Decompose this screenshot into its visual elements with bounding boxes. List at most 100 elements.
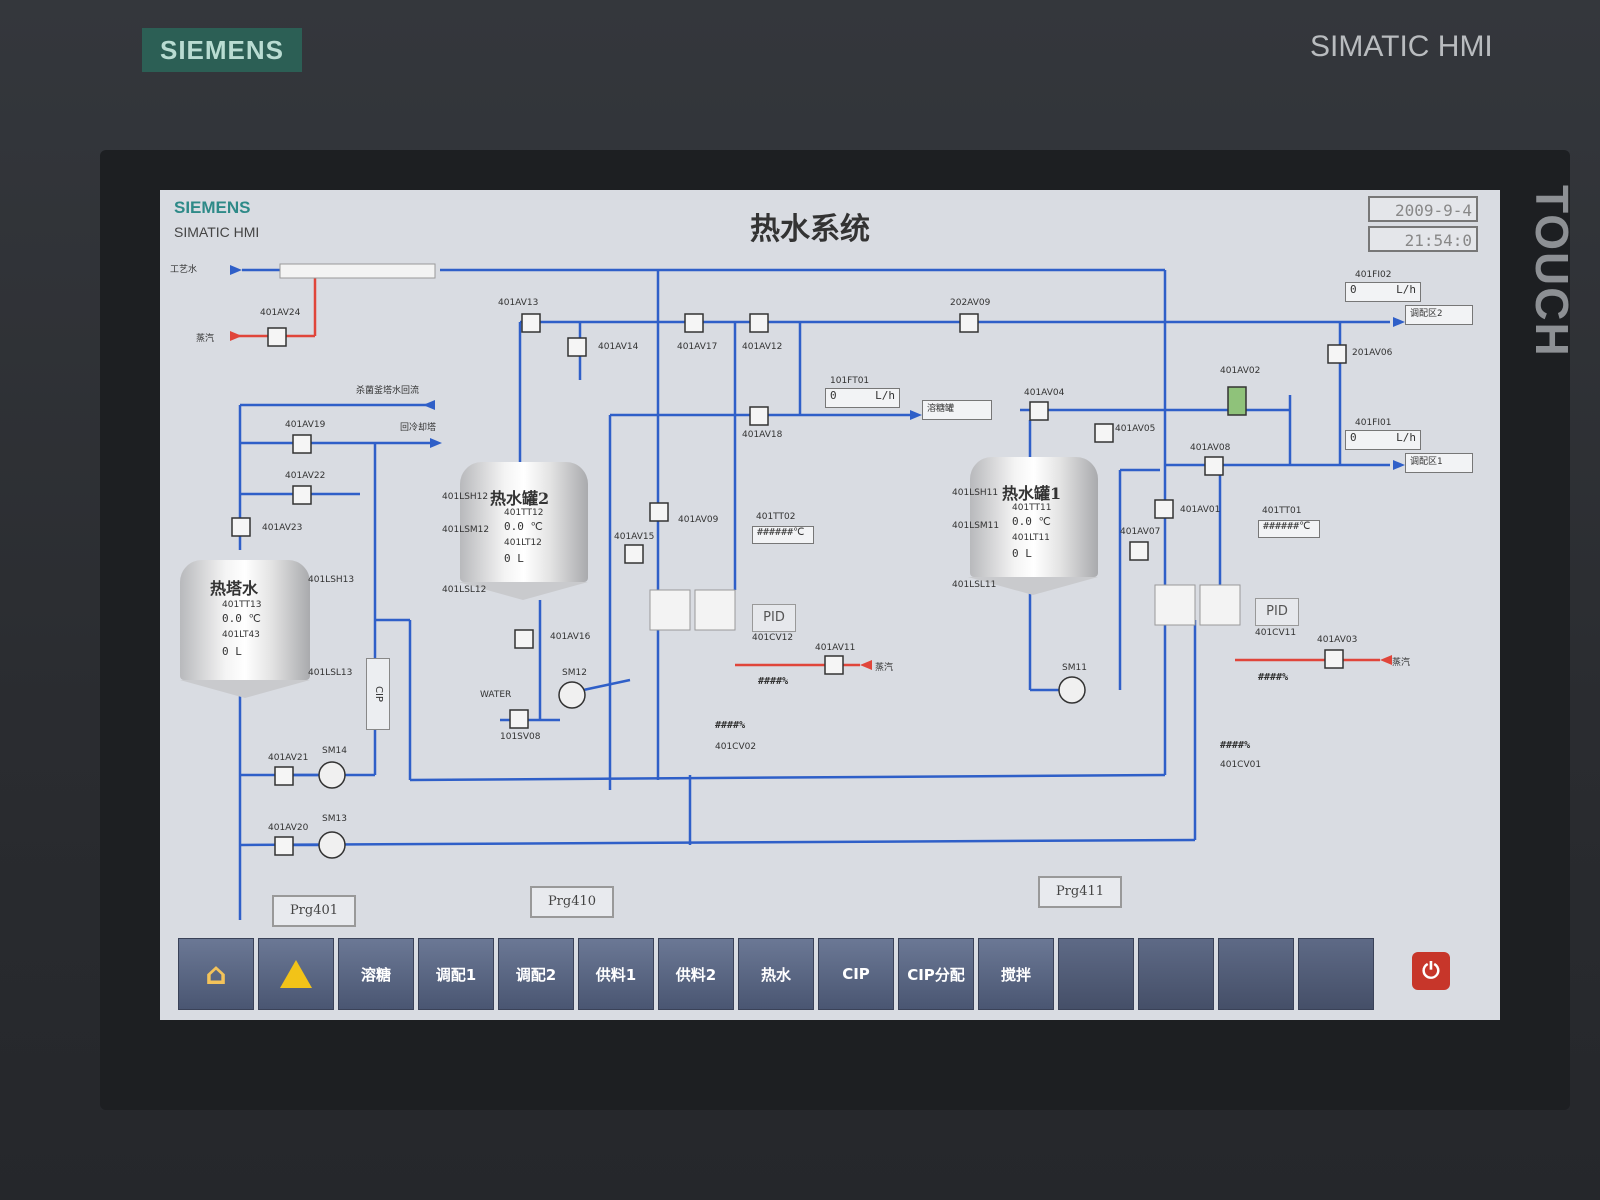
valve-label: 401AV11: [815, 643, 856, 653]
valve-label: 401AV04: [1024, 388, 1065, 398]
nav-button-blank-2[interactable]: [1138, 938, 1214, 1010]
tank-2-name: 热水罐2: [490, 489, 550, 508]
nav-button-8[interactable]: CIP分配: [898, 938, 974, 1010]
valve-label: 401CV12: [752, 633, 794, 643]
hot-tower-tank[interactable]: [180, 560, 310, 680]
valve-label: 401AV07: [1120, 527, 1161, 537]
valve-label: 401AV03: [1317, 635, 1358, 645]
valve-label: 401AV13: [498, 298, 539, 308]
valve-label: 401AV22: [285, 471, 326, 481]
process-water-label: 工艺水: [170, 265, 198, 275]
valve-label: 201AV06: [1352, 348, 1393, 358]
water-label: WATER: [480, 690, 512, 700]
to-mix1-box: 调配区1: [1405, 453, 1473, 473]
nav-button-3[interactable]: 调配2: [498, 938, 574, 1010]
tank-1-bottom: [968, 577, 1098, 595]
tank-1-sh: 401LSH11: [952, 488, 999, 498]
tank-1-temp-tag: 401TT11: [1012, 503, 1052, 513]
power-button[interactable]: ⏻: [1412, 952, 1450, 990]
flow-tag-101ft01: 101FT01: [830, 376, 870, 386]
valve-label: 401AV19: [285, 420, 326, 430]
piping-diagram: [230, 263, 1405, 920]
cv11-output: ####%: [1258, 672, 1289, 683]
valve-label: 401AV08: [1190, 443, 1231, 453]
tank-2-sh: 401LSH12: [442, 492, 489, 502]
nav-button-4[interactable]: 供料1: [578, 938, 654, 1010]
flow-display-101ft01: 0 L/h: [825, 388, 900, 408]
valve-label: 401AV18: [742, 430, 783, 440]
valve-label: 401AV09: [678, 515, 719, 525]
pump-label: SM14: [322, 746, 347, 756]
prg411-button[interactable]: Prg411: [1038, 876, 1122, 908]
hot-tower-level: 0 L: [222, 645, 242, 658]
nav-button-6[interactable]: 热水: [738, 938, 814, 1010]
screen-logo-model: SIMATIC HMI: [174, 224, 260, 240]
nav-button-2[interactable]: 调配1: [418, 938, 494, 1010]
return-cooling-label: 回冷却塔: [400, 423, 437, 433]
nav-button-blank-4[interactable]: [1298, 938, 1374, 1010]
hot-tower-tank-bottom: [180, 680, 310, 698]
screen-logo-brand: SIEMENS: [174, 198, 251, 217]
to-mix2-box: 调配区2: [1405, 305, 1473, 325]
nav-button-7[interactable]: CIP: [818, 938, 894, 1010]
hot-tower-sh: 401LSH13: [308, 575, 355, 585]
prg410-button[interactable]: Prg410: [530, 886, 614, 918]
time-display: 21:54:0: [1368, 226, 1478, 252]
hot-tower-temp: 0.0 ℃: [222, 612, 261, 625]
bottom-nav: ⌂ 溶糖 调配1 调配2 供料1 供料2 热水 CIP CIP分配 搅拌: [178, 938, 1478, 1016]
alarm-button[interactable]: [258, 938, 334, 1010]
valve-label: 401AV15: [614, 532, 655, 542]
nav-button-5[interactable]: 供料2: [658, 938, 734, 1010]
return-sterilize-label: 杀菌釜塔水回流: [356, 386, 420, 396]
pump-label: SM13: [322, 814, 347, 824]
valve-label: 401AV14: [598, 342, 639, 352]
valve-label: 401AV16: [550, 632, 591, 642]
hot-tower-level-tag: 401LT43: [222, 630, 260, 640]
valve-label: 101SV08: [500, 732, 541, 742]
tank-2-temp: 0.0 ℃: [504, 520, 543, 533]
steam-label-3: 蒸汽: [1392, 658, 1411, 668]
hmi-screen: SIEMENS SIMATIC HMI 热水系统 2009-9-4 21:54:…: [160, 190, 1500, 1020]
valve-label: 401AV20: [268, 823, 309, 833]
nav-button-9[interactable]: 搅拌: [978, 938, 1054, 1010]
pid-button-cv12[interactable]: PID: [752, 604, 796, 632]
nav-button-1[interactable]: 溶糖: [338, 938, 414, 1010]
temp-tag-401tt02: 401TT02: [756, 512, 796, 522]
home-icon: ⌂: [205, 956, 227, 992]
valve-label: 401AV23: [262, 523, 303, 533]
tank-1-sl: 401LSL11: [952, 580, 997, 590]
tank-1-level-tag: 401LT11: [1012, 533, 1050, 543]
cv01-output: ####%: [1220, 740, 1251, 751]
home-button[interactable]: ⌂: [178, 938, 254, 1010]
valve-label: 401AV24: [260, 308, 301, 318]
steam-label-1: 蒸汽: [196, 334, 215, 344]
tank-2-level-tag: 401LT12: [504, 538, 542, 548]
nav-button-blank-1[interactable]: [1058, 938, 1134, 1010]
flow-display-401fi02: 0 L/h: [1345, 282, 1421, 302]
cv02-output: ####%: [715, 720, 746, 731]
touch-label: TOUCH: [1526, 185, 1578, 358]
date-display: 2009-9-4: [1368, 196, 1478, 222]
hot-water-tank-1[interactable]: [970, 457, 1098, 577]
flow-tag-401fi02: 401FI02: [1355, 270, 1392, 280]
pid-button-cv11[interactable]: PID: [1255, 598, 1299, 626]
nav-button-blank-3[interactable]: [1218, 938, 1294, 1010]
simatic-hmi-label: SIMATIC HMI: [1310, 30, 1493, 63]
pump-label: SM11: [1062, 663, 1087, 673]
tank-2-level: 0 L: [504, 552, 524, 565]
flow-tag-401fi01: 401FI01: [1355, 418, 1392, 428]
to-tank-box: 溶糖罐: [922, 400, 992, 420]
hot-tower-name: 热塔水: [210, 579, 259, 598]
tank-2-bottom: [458, 582, 588, 600]
tank-2-sm: 401LSM12: [442, 525, 490, 535]
hot-water-tank-2[interactable]: [460, 462, 588, 582]
prg401-button[interactable]: Prg401: [272, 895, 356, 927]
steam-label-2: 蒸汽: [875, 663, 894, 673]
temp-tag-401tt01: 401TT01: [1262, 506, 1302, 516]
valve-label: 202AV09: [950, 298, 991, 308]
warning-icon: [280, 960, 312, 988]
tank-1-name: 热水罐1: [1002, 484, 1062, 503]
cip-block[interactable]: CIP: [366, 658, 390, 730]
hot-tower-temp-tag: 401TT13: [222, 600, 262, 610]
flow-display-401fi01: 0 L/h: [1345, 430, 1421, 450]
